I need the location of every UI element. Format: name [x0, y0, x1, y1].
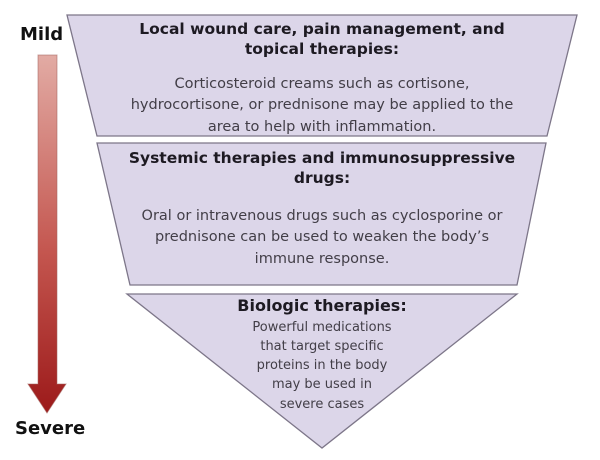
- severity-down-arrow-icon: [27, 54, 67, 414]
- funnel-segment-3-shape: [125, 293, 519, 449]
- funnel-segment-2-shape: [96, 142, 547, 286]
- mild-label: Mild: [20, 24, 64, 45]
- severe-label: Severe: [15, 418, 86, 439]
- funnel-segment-1-shape: [66, 14, 578, 137]
